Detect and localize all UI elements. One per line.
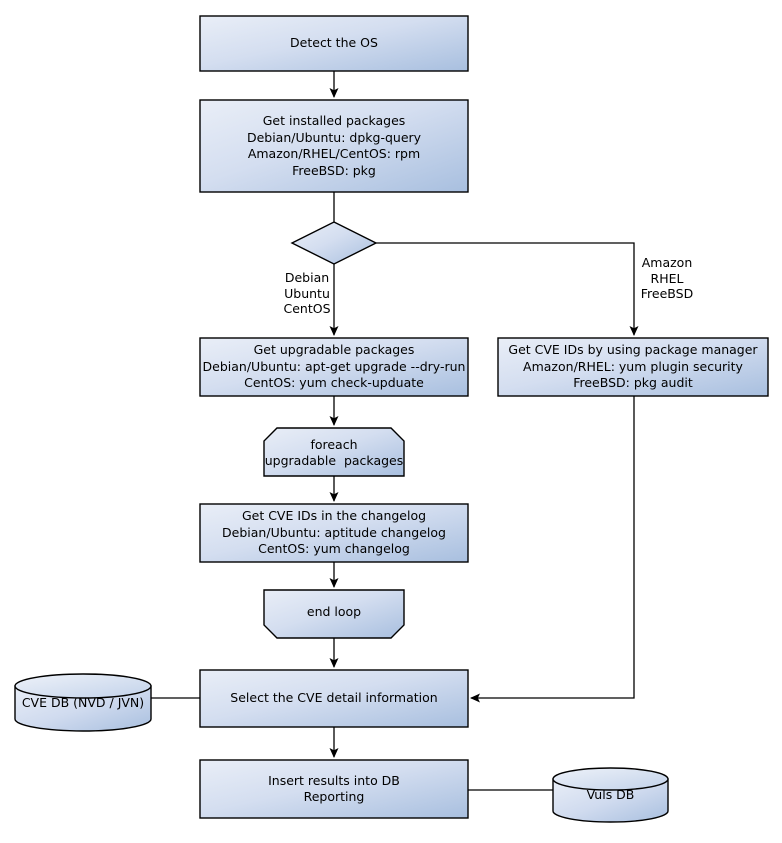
node-get-installed-packages[interactable] [199, 99, 469, 193]
node-vuls-db[interactable] [552, 767, 669, 823]
node-layer [14, 15, 769, 823]
node-select-cve-detail[interactable] [199, 669, 469, 728]
edge-label-debian-branch: Debian Ubuntu CentOS [283, 270, 331, 316]
node-detect-os[interactable] [199, 15, 469, 72]
edge-label-amazon-branch: Amazon RHEL FreeBSD [640, 255, 694, 301]
edge-decision-to-pkgmanager [376, 242, 639, 336]
node-end-loop[interactable] [263, 589, 405, 639]
node-foreach-loop-start[interactable] [263, 427, 405, 477]
edge-pkgmanager-to-selectcve [470, 396, 635, 703]
node-get-upgradable-packages[interactable] [199, 337, 469, 397]
node-os-branch-decision[interactable] [290, 221, 378, 265]
node-cve-db[interactable] [14, 673, 152, 732]
node-get-cve-ids-changelog[interactable] [199, 503, 469, 563]
edge-layer [151, 71, 639, 791]
node-insert-results-into-db[interactable] [199, 759, 469, 819]
node-get-cve-ids-package-manager[interactable] [497, 337, 769, 397]
